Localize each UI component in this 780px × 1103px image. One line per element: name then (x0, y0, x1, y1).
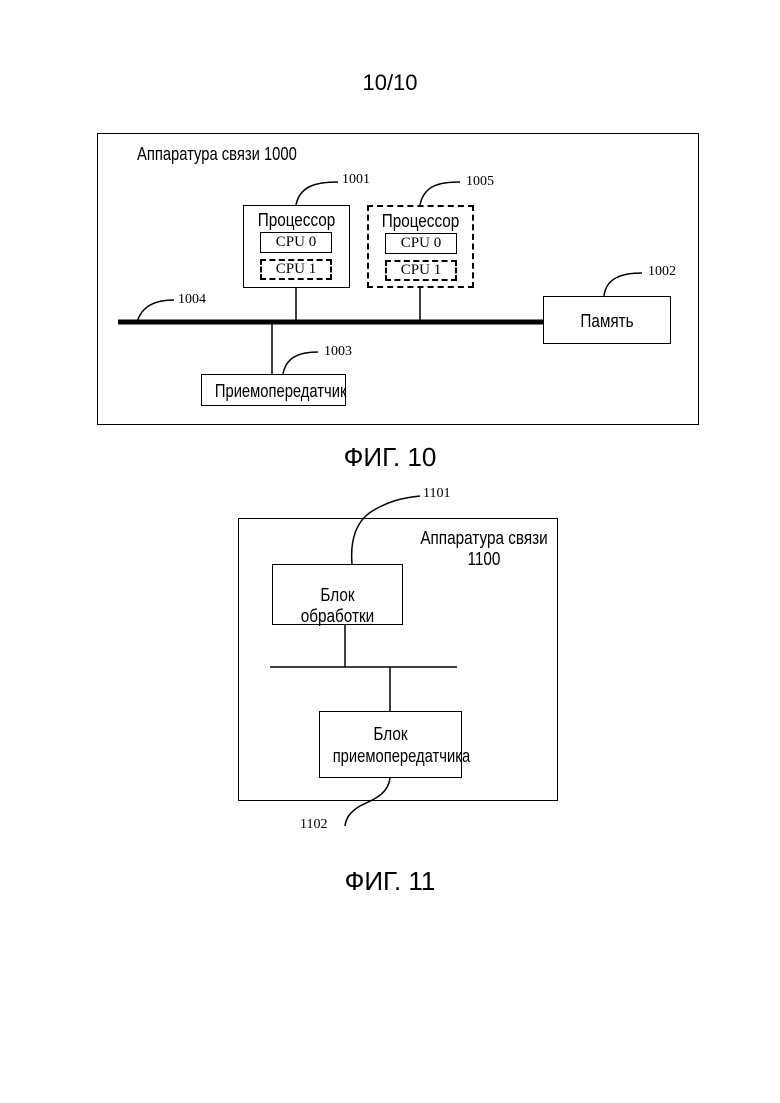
transceiver-unit-block: Блок приемопередатчика (319, 711, 462, 778)
ref-1101: 1101 (423, 486, 450, 502)
fig11-caption: ФИГ. 11 (0, 866, 780, 897)
processing-unit-block: Блок обработки (272, 564, 403, 625)
transceiver-unit-label-line2: приемопередатчика (333, 746, 449, 767)
processing-unit-label: Блок обработки (283, 585, 393, 627)
leader-1101 (352, 496, 420, 564)
leader-1102 (345, 778, 390, 826)
ref-1102: 1102 (300, 817, 327, 833)
transceiver-unit-label-line1: Блок (331, 724, 451, 745)
